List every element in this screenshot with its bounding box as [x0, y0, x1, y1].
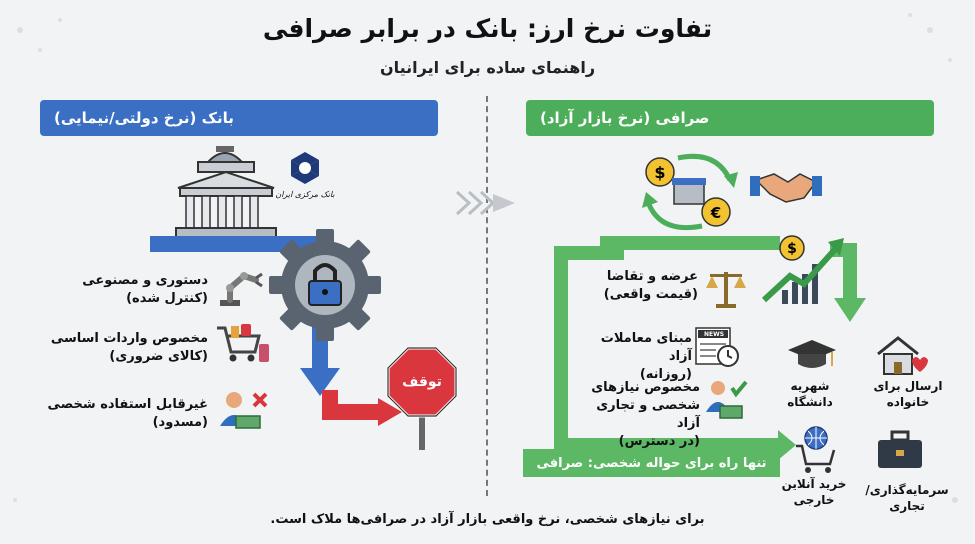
bank-item-3-line1: غیرقابل استفاده شخصی — [47, 397, 208, 412]
bank-item-2-line2: (کالای ضروری) — [109, 349, 208, 364]
use-online-shopping-label2: خارجی — [793, 493, 835, 507]
sarafi-item-2-line1: مبنای معاملات آزاد — [600, 331, 692, 364]
page-title: تفاوت نرخ ارز: بانک در برابر صرافی — [262, 14, 713, 43]
central-bank-logo-icon — [291, 152, 319, 184]
svg-text:€: € — [710, 204, 721, 222]
house-heart-icon — [877, 336, 928, 375]
use-tuition-label1: شهریه — [790, 379, 830, 393]
sarafi-banner-label: تنها راه برای حواله شخصی: صرافی — [536, 455, 767, 471]
sarafi-item-1-line2: (قیمت واقعی) — [603, 287, 698, 302]
currency-exchange-icon: $ € — [642, 153, 738, 231]
bank-header-bar: بانک (نرخ دولتی/نیمایی) — [40, 100, 438, 136]
bank-item-2-line1: مخصوص واردات اساسی — [50, 331, 208, 346]
graduation-cap-icon — [788, 340, 836, 368]
use-tuition: شهریه دانشگاه — [770, 378, 850, 410]
sarafi-item-1: عرضه و تقاضا (قیمت واقعی) — [580, 268, 698, 304]
use-family-label2: خانواده — [886, 395, 930, 409]
shopping-cart-icon — [217, 324, 269, 362]
bank-flow-graphic — [150, 146, 458, 450]
handshake-icon — [750, 173, 822, 203]
globe-cart-icon — [796, 426, 836, 473]
svg-text:$: $ — [787, 241, 797, 257]
central-bank-logo-text: بانک مرکزی ایران — [275, 190, 335, 199]
sarafi-header-label: صرافی (نرخ بازار آزاد) — [540, 109, 710, 127]
use-investment-label1: سرمایه‌گذاری/تجاری — [865, 483, 949, 513]
newspaper-clock-icon — [695, 327, 739, 367]
footer-note: برای نیازهای شخصی، نرخ واقعی بازار آزاد … — [270, 512, 705, 527]
news-label: NEWS — [703, 331, 725, 338]
use-family: ارسال برای خانواده — [868, 378, 948, 410]
page-subtitle: راهنمای ساده برای ایرانیان — [379, 58, 596, 77]
sarafi-item-3: مخصوص نیازهای شخصی و تجاری آزاد (در دستر… — [570, 379, 700, 451]
bank-building-icon — [175, 146, 277, 239]
scales-icon — [706, 272, 746, 308]
bank-item-3-line2: (مسدود) — [152, 415, 208, 430]
svg-text:$: $ — [654, 163, 665, 182]
sarafi-header-bar: صرافی (نرخ بازار آزاد) — [526, 100, 934, 136]
gear-lock-icon — [269, 229, 381, 341]
stop-label: توقف — [402, 374, 442, 390]
sarafi-banner: تنها راه برای حواله شخصی: صرافی — [523, 449, 780, 477]
use-online-shopping: خرید آنلاین خارجی — [772, 476, 856, 508]
chevron-arrow-icon — [455, 190, 515, 216]
sarafi-item-1-line1: عرضه و تقاضا — [606, 269, 698, 284]
sarafi-item-3-line2: شخصی و تجاری آزاد — [596, 398, 700, 431]
center-divider — [486, 96, 488, 496]
bank-item-1-line1: دستوری و مصنوعی — [82, 273, 208, 288]
use-investment: سرمایه‌گذاری/تجاری — [848, 482, 966, 514]
person-approved-icon — [706, 380, 748, 419]
sarafi-item-2: مبنای معاملات آزاد (روزانه) — [580, 330, 692, 384]
bank-item-2: مخصوص واردات اساسی (کالای ضروری) — [40, 330, 208, 366]
stop-sign-icon — [386, 346, 458, 450]
use-online-shopping-label1: خرید آنلاین — [781, 477, 847, 491]
bank-item-3: غیرقابل استفاده شخصی (مسدود) — [40, 396, 208, 432]
briefcase-icon — [878, 430, 922, 468]
sarafi-item-3-line1: مخصوص نیازهای — [591, 380, 700, 395]
growth-chart-icon: $ — [761, 235, 844, 304]
robot-arm-icon — [220, 272, 263, 306]
use-tuition-label2: دانشگاه — [787, 395, 833, 409]
sarafi-item-2-line2: (روزانه) — [639, 367, 692, 382]
person-blocked-icon — [220, 392, 268, 429]
sarafi-item-3-line3: (در دسترس) — [618, 434, 700, 449]
bank-item-1: دستوری و مصنوعی (کنترل شده) — [40, 272, 208, 308]
bank-header-label: بانک (نرخ دولتی/نیمایی) — [54, 109, 234, 127]
sarafi-flow-graphic: $ € $ — [554, 153, 928, 473]
use-family-label1: ارسال برای — [873, 379, 943, 393]
bank-item-1-line2: (کنترل شده) — [126, 291, 208, 306]
